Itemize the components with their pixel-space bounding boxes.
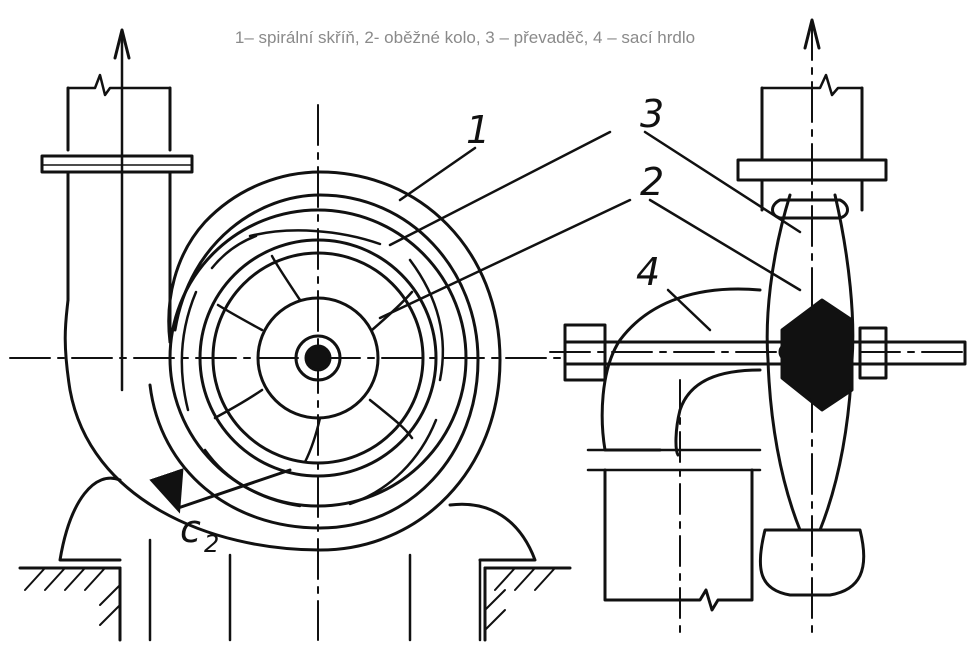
- right-foot: [448, 502, 537, 562]
- leader-2-side: [648, 198, 802, 292]
- impeller-hub-ring: [256, 296, 380, 420]
- outlet-pipe-walls: [66, 170, 172, 344]
- c2-velocity-arrow: [149, 468, 292, 514]
- label-c2-sub: 2: [204, 530, 219, 558]
- label-1: 1: [466, 108, 490, 152]
- suction-elbow-inner: [674, 368, 762, 457]
- leader-lines: [378, 130, 802, 332]
- left-foot: [58, 476, 122, 562]
- side-view: [549, 18, 967, 641]
- volute-bottom-section: [758, 528, 866, 597]
- coupling-left: [563, 323, 607, 382]
- impeller-hub-section: [780, 298, 854, 412]
- diffuser-inner-ring: [198, 238, 438, 478]
- shaft-section: [304, 344, 332, 372]
- label-c2-main: c: [180, 507, 201, 551]
- side-outlet-arrowhead: [803, 18, 821, 50]
- outlet-flange: [40, 154, 194, 174]
- volute-casing-inner: [148, 193, 480, 530]
- leader-4: [666, 288, 712, 332]
- ground-hatching-right: [483, 566, 572, 642]
- pedestal-right: [408, 553, 482, 642]
- leader-2-front: [378, 198, 632, 320]
- ground-hatching-left: [18, 566, 122, 642]
- leader-1: [398, 146, 477, 202]
- diffuser-vanes: [180, 229, 445, 508]
- suction-elbow-outer: [600, 287, 762, 452]
- leader-3-side: [643, 130, 802, 234]
- volute-casing-outer: [63, 170, 502, 552]
- suction-pipe: [603, 468, 754, 612]
- label-3: 3: [640, 92, 664, 136]
- impeller-top-shroud: [771, 198, 849, 220]
- diagram-caption: 1– spirální skříň, 2- oběžné kolo, 3 – p…: [234, 28, 696, 47]
- side-outlet-flange: [736, 158, 888, 182]
- front-view: [9, 28, 572, 642]
- label-2: 2: [640, 160, 664, 204]
- diffuser-outer-ring: [168, 208, 468, 508]
- bearing-right: [858, 326, 888, 380]
- impeller-side-left: [765, 193, 802, 532]
- shaft-hub: [294, 334, 342, 382]
- outlet-arrowhead: [113, 28, 131, 60]
- impeller-outer: [211, 251, 425, 465]
- pedestal-left: [148, 538, 232, 642]
- leader-3-front: [388, 130, 612, 247]
- outlet-pipe-top: [66, 86, 172, 152]
- suction-flange: [586, 448, 762, 472]
- side-outlet-pipe: [760, 86, 864, 160]
- impeller-blades: [213, 254, 414, 464]
- label-4: 4: [636, 250, 660, 294]
- outlet-pipe-break: [66, 73, 172, 97]
